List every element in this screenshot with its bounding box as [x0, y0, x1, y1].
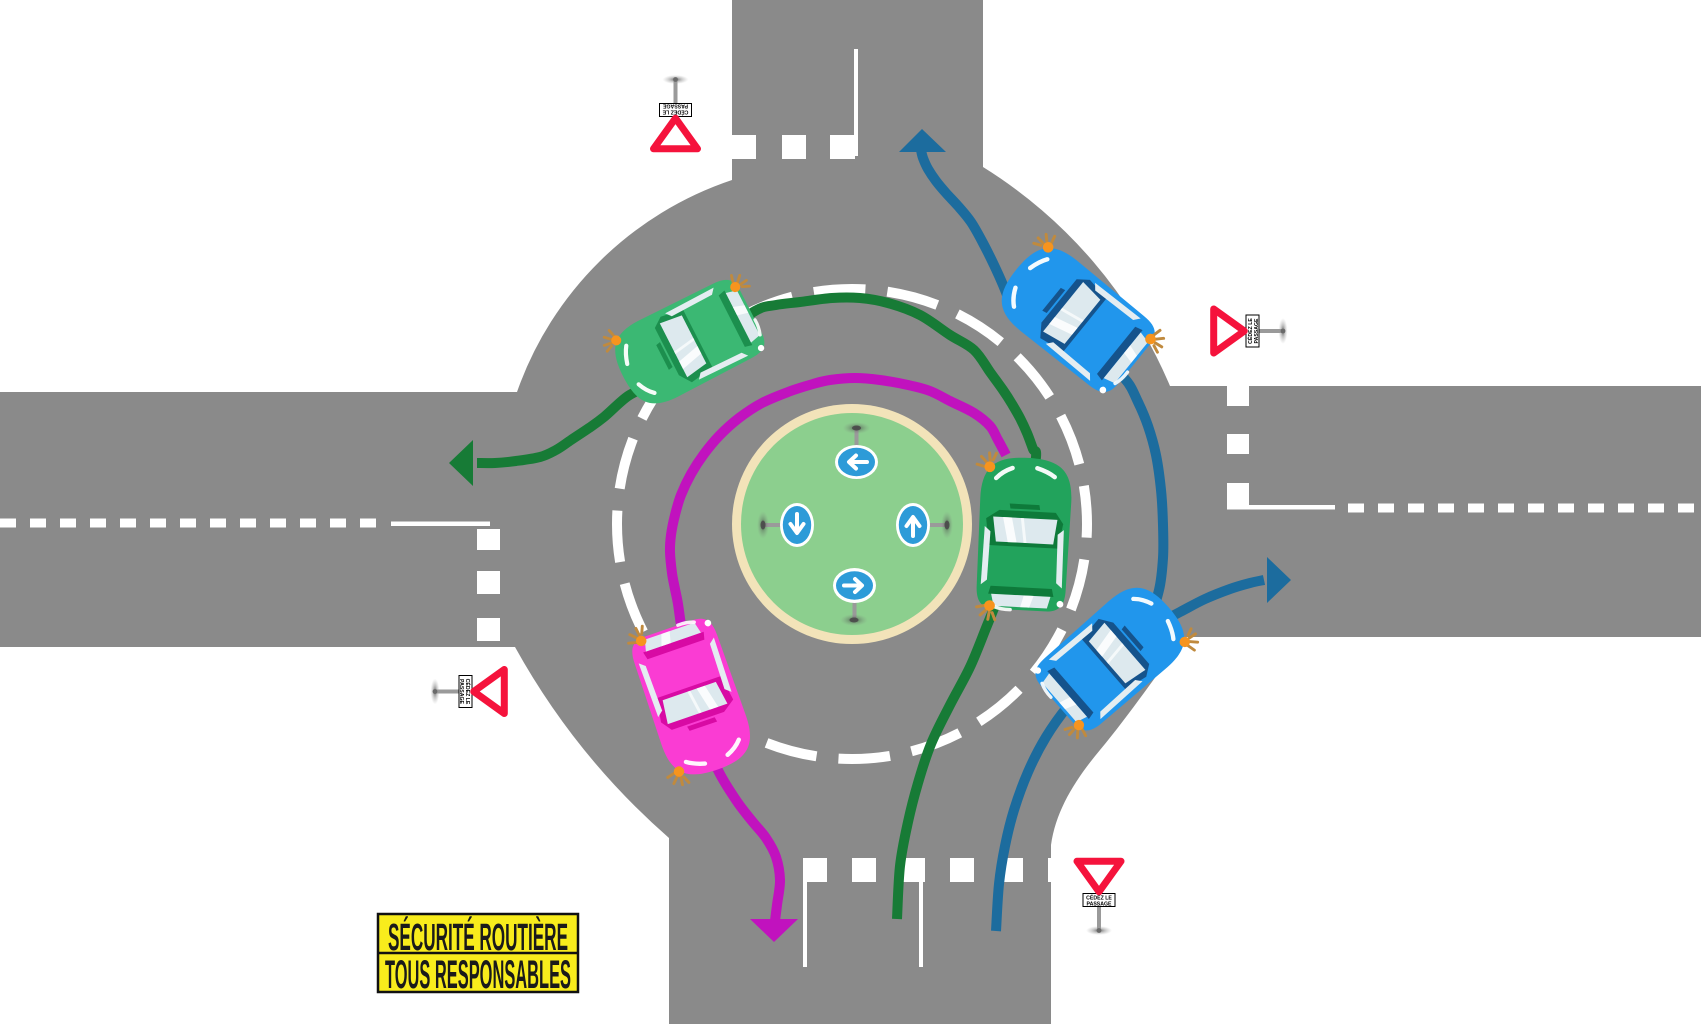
svg-text:SÉCURITÉ ROUTIÈRE: SÉCURITÉ ROUTIÈRE [388, 915, 568, 959]
svg-text:TOUS RESPONSABLES: TOUS RESPONSABLES [385, 953, 571, 997]
